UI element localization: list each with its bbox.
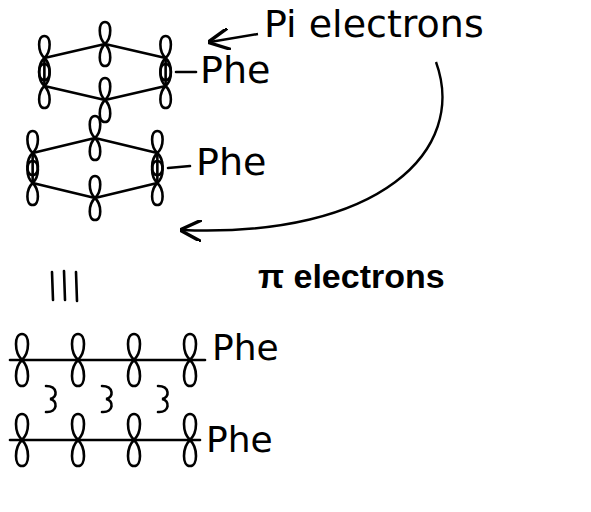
p-orbital-lobe	[39, 36, 50, 58]
benzene-ring	[44, 44, 165, 100]
annotation-text: Pi electrons	[264, 4, 484, 46]
p-orbital-lobe	[152, 131, 163, 153]
residue-label: Phe	[212, 328, 279, 368]
p-orbital-lobe	[90, 176, 101, 198]
bond-line	[168, 166, 190, 168]
annotation-text: π electrons	[258, 258, 445, 295]
benzene-ring	[33, 138, 158, 198]
p-orbital-lobe	[39, 58, 50, 80]
p-orbital-lobe	[27, 183, 38, 205]
p-orbital-lobe	[27, 131, 38, 153]
residue-label: Phe	[206, 420, 273, 460]
p-orbital-lobe	[128, 360, 140, 386]
interaction-squiggle	[102, 386, 112, 412]
residue-label-wrap: Phe	[212, 328, 279, 368]
leader-arrow	[210, 34, 258, 42]
equivalence-stroke	[52, 272, 53, 300]
p-orbital-lobe	[72, 440, 84, 466]
annotation-text-wrap: Pi electrons	[264, 4, 484, 46]
p-orbital-lobe	[128, 414, 140, 440]
annotation-text-wrap: π electrons	[258, 258, 445, 295]
residue-label: Phe	[196, 142, 266, 184]
equivalence-stroke	[76, 272, 77, 301]
p-orbital-lobe	[90, 198, 101, 220]
p-orbital-lobe	[16, 440, 28, 466]
residue-label: Phe	[200, 50, 270, 92]
p-orbital-lobe	[152, 183, 163, 205]
p-orbital-lobe	[152, 153, 163, 175]
interaction-squiggle	[46, 386, 56, 412]
p-orbital-lobe	[128, 334, 140, 360]
p-orbital-lobe	[27, 153, 38, 175]
p-orbital-lobe	[72, 334, 84, 360]
equivalence-mark	[52, 271, 77, 301]
interaction-squiggle	[158, 386, 168, 412]
p-orbital-lobe	[160, 58, 171, 80]
p-orbital-lobe	[90, 116, 101, 138]
p-orbital-lobe	[16, 360, 28, 386]
p-orbital-lobe	[72, 360, 84, 386]
p-orbital-lobe	[160, 36, 171, 58]
residue-label-wrap: Phe	[196, 142, 266, 184]
p-orbital-lobe	[128, 440, 140, 466]
p-orbital-lobe	[184, 414, 196, 440]
p-orbital-lobe	[100, 100, 111, 122]
residue-label-wrap: Phe	[200, 50, 270, 92]
p-orbital-lobe	[100, 22, 111, 44]
ring-edge-line	[10, 359, 205, 362]
p-orbital-lobe	[160, 86, 171, 108]
p-orbital-lobe	[100, 78, 111, 100]
p-orbital-lobe	[184, 440, 196, 466]
p-orbital-lobe	[39, 86, 50, 108]
p-orbital-lobe	[100, 44, 111, 66]
p-orbital-lobe	[184, 360, 196, 386]
p-orbital-lobe	[184, 334, 196, 360]
p-orbital-lobe	[16, 334, 28, 360]
p-orbital-lobe	[72, 414, 84, 440]
p-orbital-lobe	[90, 138, 101, 160]
equivalence-stroke	[64, 271, 65, 300]
residue-label-wrap: Phe	[206, 420, 273, 460]
ring-edge-line	[10, 439, 200, 442]
p-orbital-lobe	[16, 414, 28, 440]
bond-line	[176, 71, 196, 74]
